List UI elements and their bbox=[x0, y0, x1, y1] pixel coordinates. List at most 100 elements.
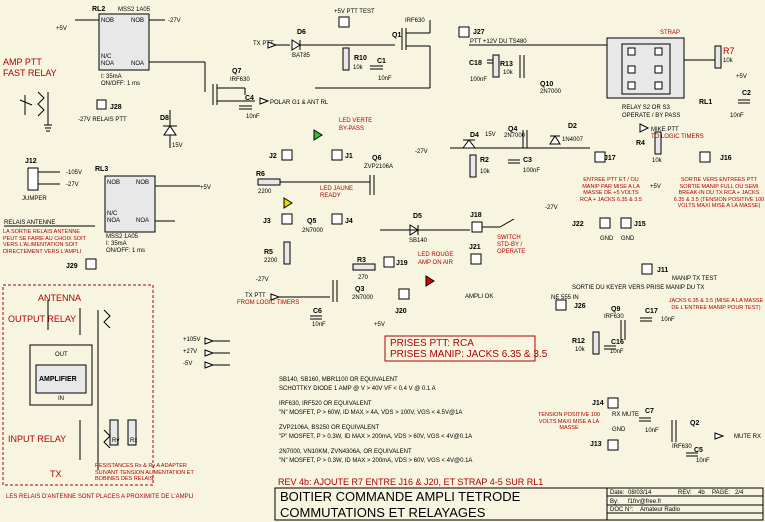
bypass-label: BY-PASS bbox=[339, 126, 364, 132]
c16v-label: 10nF bbox=[610, 349, 624, 355]
connector-j28: J28 -27V RELAIS PTT bbox=[78, 99, 127, 123]
q5p-label: 2N7000 bbox=[302, 228, 324, 234]
d4v-label: 15V bbox=[485, 132, 496, 138]
j27-label: J27 bbox=[473, 29, 485, 36]
j2-label: J2 bbox=[269, 153, 277, 160]
r13v-label: 10k bbox=[503, 70, 514, 76]
r6v-label: 2200 bbox=[258, 189, 272, 195]
m27-label: -27V bbox=[256, 277, 269, 283]
5-label: "P" MOSFET, P > 0.3W, ID MAX > 200mA, VD… bbox=[279, 434, 472, 440]
p5-label: +5V bbox=[650, 184, 661, 190]
bottom-antenna-note: LES RELAIS D'ANTENNE SONT PLACES A PROXI… bbox=[6, 494, 194, 500]
amp-ptt-fast-relay: AMP PTT FAST RELAY bbox=[3, 57, 57, 132]
1-label: SCHOTTKY DIODE 1 AMP @ V > 40V VF < 0.4 … bbox=[279, 386, 436, 392]
amplifier-label: AMPLIFIER bbox=[39, 376, 77, 383]
q10p-label: 2N7000 bbox=[540, 89, 562, 95]
q3p-label: 2N7000 bbox=[352, 295, 374, 301]
strap-label: STRAP bbox=[660, 30, 680, 36]
timing-label: ON/OFF: 1 ms bbox=[101, 81, 140, 87]
j1-label: J1 bbox=[345, 153, 353, 160]
connector-j12: J12 -105V -27V JUMPER bbox=[22, 158, 82, 202]
desc2-label: OPERATE / BY PASS bbox=[622, 113, 680, 119]
d5p-label: SB140 bbox=[409, 238, 428, 244]
rx-mute-label: RX MUTE bbox=[612, 412, 639, 418]
gnd-label: GND bbox=[612, 427, 626, 433]
d6-label: D6 bbox=[297, 29, 306, 36]
r2v-label: 10k bbox=[480, 169, 491, 175]
r4-label: R4 bbox=[636, 140, 645, 147]
c17v-label: 10nF bbox=[661, 317, 675, 323]
p5-label: +5V bbox=[374, 322, 385, 328]
j21-label: J21 bbox=[469, 244, 481, 251]
r12v-label: 10k bbox=[575, 347, 586, 353]
rl2-ref: RL2 bbox=[92, 6, 105, 13]
nob-label: NOB bbox=[136, 180, 149, 186]
p5-label: +5V bbox=[736, 74, 747, 80]
j15-label: J15 bbox=[634, 221, 646, 228]
c18-label: C18 bbox=[469, 60, 482, 67]
j14-label: J14 bbox=[592, 400, 604, 407]
q6p-label: ZVP2106A bbox=[364, 164, 393, 170]
switch-label: SWITCH bbox=[497, 235, 521, 241]
connectors-j16-j17: J17 ENTREE PTT ET / OU MANIP PAR MISE A … bbox=[580, 151, 765, 209]
by-label: f1frv@free.fr bbox=[628, 499, 661, 505]
q10-label: Q10 bbox=[540, 81, 553, 88]
c7v-label: 10nF bbox=[645, 428, 659, 434]
r12-label: R12 bbox=[572, 338, 585, 345]
title-line1: BOITIER COMMANDE AMPLI TETRODE bbox=[280, 489, 521, 504]
q7p-label: IRF630 bbox=[230, 77, 250, 83]
antenna-diagram: ANTENNA OUTPUT RELAY OUT AMPLIFIER IN IN… bbox=[2, 284, 154, 486]
d2-label: D2 bbox=[568, 123, 577, 130]
out-label: OUT bbox=[55, 352, 68, 358]
m27-label: -27V bbox=[66, 182, 79, 188]
j13-label: J13 bbox=[590, 441, 602, 448]
d8-label: D8 bbox=[160, 115, 169, 122]
prises-manip: PRISES MANIP: JACKS 6.35 & 3.5 bbox=[390, 349, 548, 360]
q9-stage: J11 MANIP TX TEST SORTIE DU KEYER VERS P… bbox=[551, 263, 764, 355]
nob-label: NOB bbox=[101, 18, 114, 24]
r7-label: R7 bbox=[723, 46, 735, 56]
c3-label: C3 bbox=[523, 157, 532, 164]
r5-label: R5 bbox=[264, 249, 273, 256]
q2p-label: IRF630 bbox=[672, 444, 692, 450]
parts-list: SB140, SB160, MBR1100 OR EQUIVALENT SCHO… bbox=[279, 377, 472, 464]
j29-label: J29 bbox=[66, 263, 78, 270]
input-relay-label: INPUT RELAY bbox=[8, 434, 66, 444]
r4v-label: 10k bbox=[652, 158, 663, 164]
i-label: I: 35mA bbox=[106, 241, 127, 247]
c1-label: C1 bbox=[377, 58, 386, 65]
j16-note: SORTIE VERS ENTREES PTT SORTIE MANIP FUL… bbox=[673, 177, 765, 209]
j11-note: JACKS 6.35 & 3.5 (MISE A LA MASSE DE L'E… bbox=[668, 298, 764, 311]
m105-label: -105V bbox=[66, 170, 82, 176]
r2-label: R2 bbox=[480, 157, 489, 164]
j26-label: J26 bbox=[574, 303, 586, 310]
title-line2: COMMUTATIONS ET RELAYAGES bbox=[280, 505, 486, 520]
ptt-12v-label: PTT +12V DU TS480 bbox=[470, 39, 527, 45]
noa-label: NOA bbox=[136, 218, 149, 224]
c18v-label: 100nF bbox=[470, 77, 487, 83]
j14-note: TENSION POSITIVE 100 VOLTS MAXI MISE A L… bbox=[537, 412, 601, 431]
revision-note: REV 4b: AJOUTE R7 ENTRE J16 & J20, ET ST… bbox=[278, 477, 543, 487]
q1p-label: IRF630 bbox=[405, 18, 425, 24]
j16-label: J16 bbox=[720, 155, 732, 162]
by-label-label: By: bbox=[610, 499, 619, 505]
c16-label: C16 bbox=[611, 339, 624, 346]
j11-label: MANIP TX TEST bbox=[672, 276, 717, 282]
m27-label: -27V bbox=[545, 205, 558, 211]
r3-label: R3 bbox=[357, 257, 366, 264]
q10-stage: J27 PTT +12V DU TS480 C18 100nF R13 10k … bbox=[458, 26, 590, 95]
q1-label: Q1 bbox=[392, 32, 401, 39]
date-label: 08/03/14 bbox=[628, 490, 652, 496]
stdby-label: STD-BY / bbox=[497, 242, 523, 248]
q4-stage: D4 15V Q4 2N7000 D2 1N4007 R2 10k C3 100… bbox=[450, 123, 590, 211]
j17-label: J17 bbox=[604, 155, 616, 162]
d4-label: D4 bbox=[470, 132, 479, 139]
d8v-label: 15V bbox=[172, 143, 183, 149]
q6-label: Q6 bbox=[372, 155, 381, 162]
relay-rl2: RL2 MSS2 1A05 NOB NOB N/C NOA NOA I: 35m… bbox=[56, 6, 206, 92]
7-label: "N" MOSFET, P > 0.3W, ID MAX > 200mA, VD… bbox=[279, 458, 472, 464]
nc-label: N/C bbox=[107, 211, 118, 217]
noa-label: NOA bbox=[131, 61, 144, 67]
